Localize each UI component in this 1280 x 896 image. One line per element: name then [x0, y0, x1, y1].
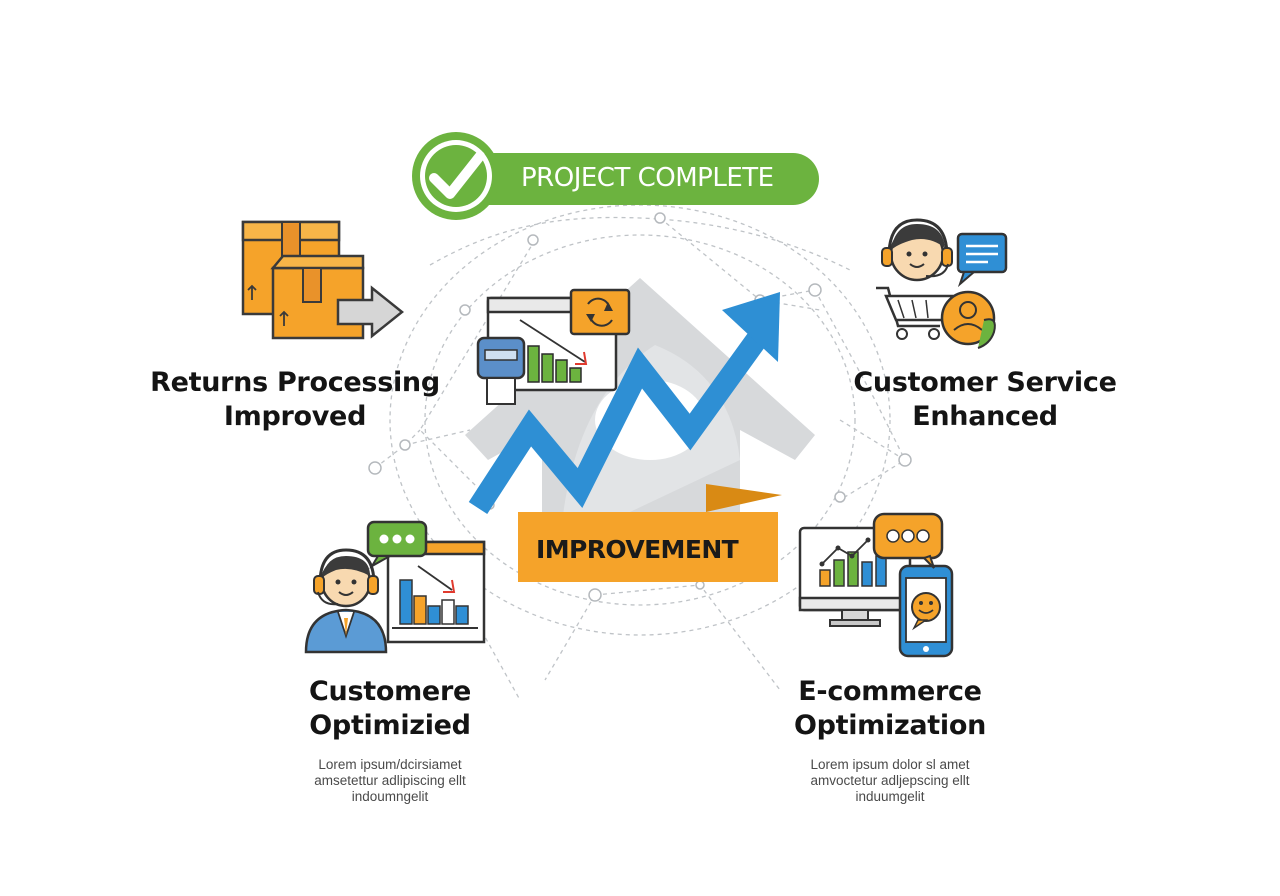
ecommerce-line2: Optimization [793, 710, 987, 741]
checkmark-icon [429, 151, 485, 199]
ecommerce-desc-line: amvoctetur adljepscing ellt [810, 773, 970, 788]
customer-description: Lorem ipsum/dcirsiamet amsetettur adlipi… [270, 757, 510, 805]
growth-arrow-icon [468, 292, 780, 514]
ecommerce-description: Lorem ipsum dolor sl amet amvoctetur adl… [770, 757, 1010, 805]
customer-service-label: Customer Service Enhanced [840, 366, 1130, 434]
returns-line2: Improved [223, 401, 367, 432]
service-line1: Customer Service [853, 367, 1117, 398]
customer-desc-line: amsetettur adlipiscing ellt [314, 773, 466, 788]
customer-line1: Customere [309, 676, 471, 707]
service-line2: Enhanced [912, 401, 1058, 432]
ecommerce-devices-icon [798, 512, 954, 658]
customer-line2: Optimizied [309, 710, 471, 741]
customer-service-icon [876, 218, 1008, 349]
ecommerce-optimization-label: E-commerce Optimization [770, 675, 1010, 743]
customer-desc-line: Lorem ipsum/dcirsiamet [318, 757, 462, 772]
project-complete-badge [412, 132, 819, 220]
improvement-label: IMPROVEMENT [536, 535, 739, 564]
dashboard-icon [476, 288, 631, 405]
boxes-return-icon [241, 220, 405, 340]
customer-desc-line: indoumngelit [351, 789, 429, 804]
ecommerce-line1: E-commerce [798, 676, 982, 707]
improvement-banner [518, 484, 782, 582]
returns-processing-label: Returns Processing Improved [150, 366, 440, 434]
agent-chart-icon [304, 520, 486, 654]
customer-optimized-label: Customere Optimizied [270, 675, 510, 743]
ecommerce-desc-line: induumgelit [855, 789, 925, 804]
returns-line1: Returns Processing [150, 367, 440, 398]
ecommerce-desc-line: Lorem ipsum dolor sl amet [810, 757, 970, 772]
project-complete-label: PROJECT COMPLETE [521, 163, 774, 193]
